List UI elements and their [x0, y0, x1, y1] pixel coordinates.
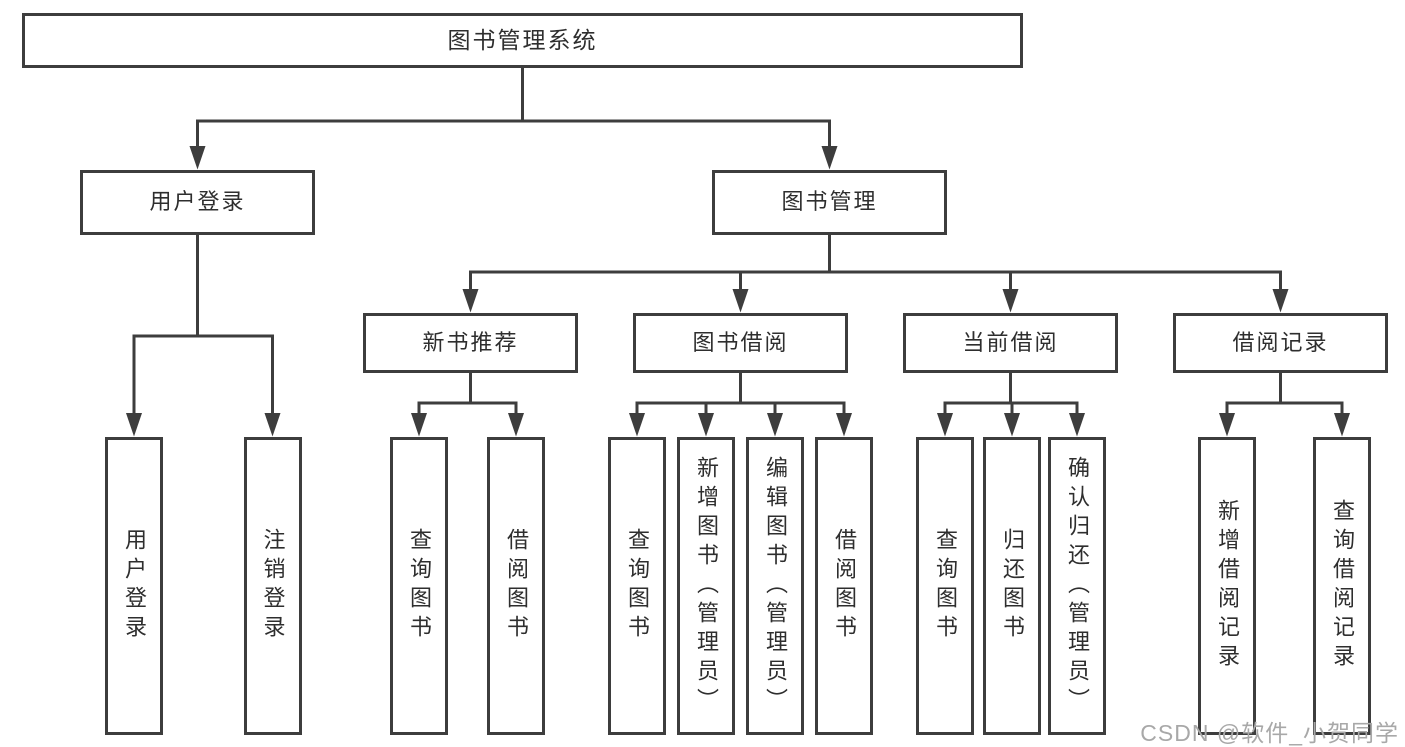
connector-book-borrowing-children	[629, 372, 852, 437]
leaf-edit-books-admin: 编辑图书（管理员）	[746, 437, 804, 735]
leaf-add-books-admin: 新增图书（管理员）	[677, 437, 735, 735]
connector-book-management-children	[462, 234, 1289, 313]
leaf-borrow-books-recommend: 借阅图书	[487, 437, 545, 735]
leaf-user-login: 用户登录	[105, 437, 163, 735]
connector-root-to-level2	[189, 67, 838, 170]
connector-user-login-children	[126, 234, 281, 437]
leaf-add-borrow-record: 新增借阅记录	[1198, 437, 1256, 735]
leaf-query-books-borrowing: 查询图书	[608, 437, 666, 735]
node-new-book-recommendation: 新书推荐	[363, 313, 578, 373]
leaf-logout: 注销登录	[243, 437, 302, 735]
node-current-borrowing: 当前借阅	[903, 313, 1118, 373]
leaf-query-books-current: 查询图书	[916, 437, 974, 735]
node-book-borrowing: 图书借阅	[633, 313, 848, 373]
leaf-borrow-books-borrowing: 借阅图书	[815, 437, 873, 735]
node-book-management: 图书管理	[712, 170, 947, 235]
leaf-query-books-recommend: 查询图书	[390, 437, 448, 735]
leaf-query-borrow-record: 查询借阅记录	[1313, 437, 1371, 735]
leaf-confirm-return-admin: 确认归还（管理员）	[1048, 437, 1106, 735]
connector-current-borrowing-children	[937, 372, 1085, 437]
node-library-management-system: 图书管理系统	[22, 13, 1023, 68]
node-user-login: 用户登录	[80, 170, 315, 235]
leaf-return-books: 归还图书	[983, 437, 1041, 735]
connector-new-book-recommend-children	[411, 372, 524, 437]
node-borrowing-records: 借阅记录	[1173, 313, 1388, 373]
csdn-watermark: CSDN @软件_小贺同学	[1140, 720, 1399, 746]
connector-borrowing-records-children	[1219, 372, 1350, 437]
